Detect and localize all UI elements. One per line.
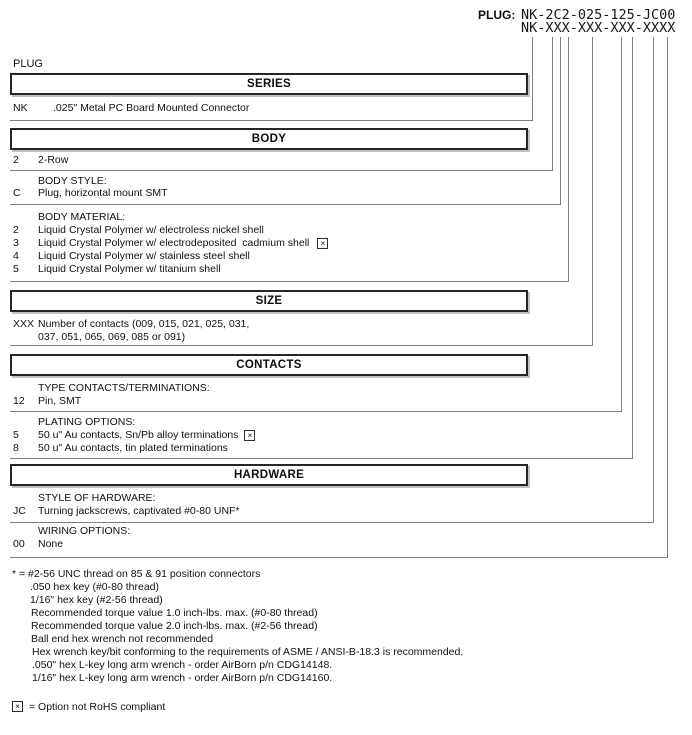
option-code: 5: [13, 429, 19, 441]
section-header-contacts: CONTACTS: [10, 354, 528, 376]
option-code: 3: [13, 237, 19, 249]
option-code: 4: [13, 250, 19, 262]
rohs-legend-text: = Option not RoHS compliant: [29, 701, 166, 713]
option-row-body-style: C Plug, horizontal mount SMT: [13, 187, 168, 199]
section-header-size: SIZE: [10, 290, 528, 312]
option-desc: .025" Metal PC Board Mounted Connector: [53, 102, 250, 114]
option-row-material-5: 5 Liquid Crystal Polymer w/ titanium shel…: [13, 263, 221, 275]
contacts-type-label: TYPE CONTACTS/TERMINATIONS:: [38, 382, 210, 394]
body-material-label: BODY MATERIAL:: [38, 211, 126, 223]
option-desc-continued: 037, 051, 065, 069, 085 or 091): [38, 331, 186, 343]
footnote-line: 1/16" hex key (#2-56 thread): [30, 594, 163, 606]
plating-options-label: PLATING OPTIONS:: [38, 416, 136, 428]
footnote-line: Hex wrench key/bit conforming to the req…: [32, 646, 464, 658]
wiring-options-label: WIRING OPTIONS:: [38, 525, 131, 537]
option-row-material-4: 4 Liquid Crystal Polymer w/ stainless ste…: [13, 250, 250, 262]
part-number-mask: NK-XXX-XXX-XXX-XXXX: [521, 20, 676, 36]
option-row-material-3: 3 Liquid Crystal Polymer w/ electrodeposi…: [13, 237, 329, 249]
footnote-line: Recommended torque value 1.0 inch-lbs. m…: [31, 607, 318, 619]
section-header-body: BODY: [10, 128, 528, 150]
connector-line-wiring: [10, 37, 668, 558]
option-row-wiring: 00 None: [13, 538, 63, 550]
hardware-style-label: STYLE OF HARDWARE:: [38, 492, 156, 504]
option-row-hardware-style: JC Turning jackscrews, captivated #0-80 U…: [13, 505, 240, 517]
option-desc: Pin, SMT: [38, 395, 82, 407]
footnote-line: * = #2-56 UNC thread on 85 & 91 position…: [12, 568, 261, 580]
option-row-material-2: 2 Liquid Crystal Polymer w/ electroless n…: [13, 224, 264, 236]
part-number-example: NK-2C2-025-125-JC00: [521, 7, 676, 23]
option-row-plating-5: 5 50 u" Au contacts, Sn/Pb alloy terminat…: [13, 429, 256, 441]
connector-line-body-row: [10, 37, 553, 171]
option-code: 8: [13, 442, 19, 454]
option-desc: Plug, horizontal mount SMT: [38, 187, 168, 199]
connector-line-body-style: [10, 37, 561, 205]
option-row-plating-8: 8 50 u" Au contacts, tin plated terminati…: [13, 442, 228, 454]
option-row-contacts-type: 12 Pin, SMT: [13, 395, 81, 407]
option-desc: Liquid Crystal Polymer w/ electrodeposit…: [38, 237, 310, 249]
body-style-label: BODY STYLE:: [38, 175, 107, 187]
connector-line-hardware-style: [10, 37, 654, 523]
option-code: 5: [13, 263, 19, 275]
option-desc: Liquid Crystal Polymer w/ electroless ni…: [38, 224, 264, 236]
option-desc: Liquid Crystal Polymer w/ stainless stee…: [38, 250, 250, 262]
option-desc: 50 u" Au contacts, Sn/Pb alloy terminati…: [38, 429, 239, 441]
option-row-series: NK .025" Metal PC Board Mounted Connector: [13, 102, 249, 114]
not-rohs-icon: ×: [244, 430, 256, 441]
footnote-line: .050 hex key (#0-80 thread): [30, 581, 159, 593]
diagram-plug-label: PLUG: [13, 58, 43, 70]
option-desc: 2-Row: [38, 154, 69, 166]
option-desc: Turning jackscrews, captivated #0-80 UNF…: [38, 505, 240, 517]
plug-label: PLUG:: [478, 8, 516, 22]
option-code: XXX: [13, 318, 35, 330]
footnote-line: 1/16" hex L-key long arm wrench - order …: [32, 672, 333, 684]
option-code: 12: [13, 395, 25, 407]
option-code: NK: [13, 102, 28, 114]
option-code: 2: [13, 154, 19, 166]
not-rohs-icon: ×: [317, 238, 329, 249]
connector-line-size: [10, 37, 593, 346]
option-code: C: [13, 187, 21, 199]
connector-line-plating: [10, 37, 633, 459]
footnote-line: .050" hex L-key long arm wrench - order …: [32, 659, 333, 671]
option-desc: None: [38, 538, 64, 550]
footnote-line: Ball end hex wrench not recommended: [31, 633, 214, 645]
option-code: JC: [13, 505, 26, 517]
connector-line-body-material: [10, 37, 569, 282]
footnote-line: Recommended torque value 2.0 inch-lbs. m…: [31, 620, 318, 632]
option-row-body: 2 2-Row: [13, 154, 68, 166]
option-code: 2: [13, 224, 19, 236]
connector-line-contacts-type: [10, 37, 622, 412]
option-desc: Liquid Crystal Polymer w/ titanium shell: [38, 263, 221, 275]
not-rohs-icon: ×: [12, 701, 23, 712]
section-header-hardware: HARDWARE: [10, 464, 528, 486]
option-desc: 50 u" Au contacts, tin plated terminatio…: [38, 442, 228, 454]
option-code: 00: [13, 538, 25, 550]
section-header-series: SERIES: [10, 73, 528, 95]
option-desc: Number of contacts (009, 015, 021, 025, …: [38, 318, 250, 330]
connector-line-series: [10, 37, 533, 121]
